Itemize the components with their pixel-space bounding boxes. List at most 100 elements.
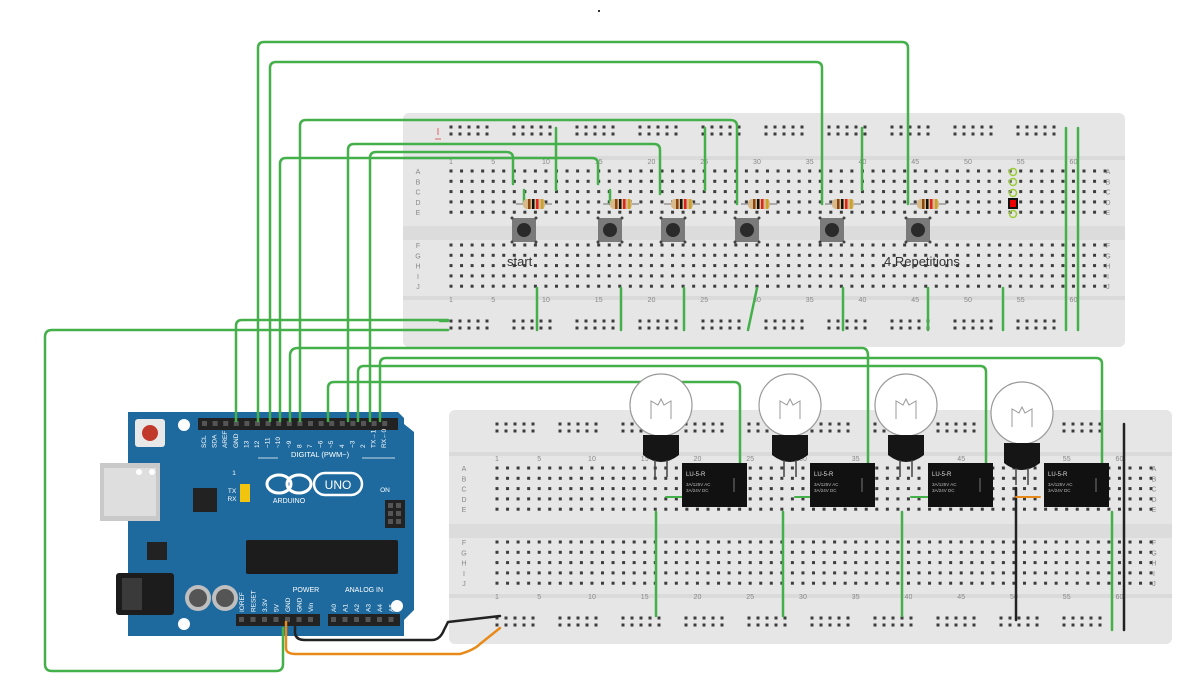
resistor [910,199,946,209]
bbb-row-label: F [462,540,466,547]
arduino-model-label: UNO [325,478,352,492]
bbt-col-label: 50 [964,159,972,166]
bbb-row-label: G [461,550,466,557]
bbt-col-label: 15 [595,297,603,304]
bbt-col-label: 45 [911,297,919,304]
bbt-col-label: 50 [964,297,972,304]
l-label: 1 [232,470,236,477]
bbt-col-label: 60 [1070,159,1078,166]
bbb-row-label: A [1152,466,1157,473]
bbt-row-label: E [416,210,421,217]
led [1008,167,1018,219]
bbb-row-label: F [1152,540,1156,547]
digital-pin-label: ~6 [318,440,325,448]
bbt-col-label: 30 [753,159,761,166]
bbb-row-label: C [461,487,466,494]
relay-rating-dc: 3A/24V DC [686,488,709,493]
bbt-row-label: A [416,169,421,176]
power-pin-label: IOREF [239,592,246,612]
push-button [596,216,624,244]
wire-pin3 [378,356,1104,477]
bbb-col-label: 15 [641,456,649,463]
light-bulb [758,373,822,477]
bbt-row-label: I [417,274,419,281]
wire-pin12 [256,40,910,423]
digital-pin-label: 12 [254,440,261,448]
bbb-row-label: E [462,507,467,514]
bbt-row-label: G [415,253,420,260]
digital-pin-label: ~9 [286,440,293,448]
analog-pin-label: A1 [343,604,350,612]
bbb-col-label: 60 [1116,456,1124,463]
bbb-row-label: C [1151,487,1156,494]
bbt-row-label: F [416,243,420,250]
digital-pin-label: 13 [243,440,250,448]
bbb-col-label: 35 [852,456,860,463]
bbt-row-label: H [1105,264,1110,271]
start-label: start [507,254,533,269]
power-pin-label: RESET [251,590,258,612]
bbb-row-label: I [463,571,465,578]
bbb-row-label: D [1151,497,1156,504]
bbb-col-label: 15 [641,594,649,601]
bbb-col-label: 10 [588,456,596,463]
relay-model: LU-5-R [1048,472,1068,478]
bbb-row-label: J [462,581,466,588]
bbb-col-label: 45 [957,594,965,601]
wire-pin11 [268,60,824,423]
usb-chip [193,488,217,512]
digital-pin-label: ~3 [349,440,356,448]
bbt-row-label: J [1106,284,1110,291]
wire-pin9 [288,346,870,477]
analog-pin-label: A4 [377,604,384,612]
power-pin-label: GND [297,597,304,612]
bbt-col-label: 60 [1070,297,1078,304]
digital-pwm-label: DIGITAL (PWM~) [291,450,350,459]
wire-jumper [746,286,759,332]
digital-pin-label: ~10 [275,437,282,448]
bbb-row-label: G [1151,550,1156,557]
bbt-col-label: 10 [542,297,550,304]
bbt-col-label: 55 [1017,297,1025,304]
bbt-col-label: 25 [700,297,708,304]
bbt-row-label: A [1106,169,1111,176]
push-button [904,216,932,244]
analog-in-label: ANALOG IN [345,587,383,594]
power-pin-label: 3.3V [262,598,269,612]
tx-label: TX [228,488,237,495]
bbb-row-label: B [1152,476,1157,483]
push-button [818,216,846,244]
wire-5v-orange [284,620,502,656]
digital-pin-label: GND [233,433,240,448]
bbt-row-label: I [1107,274,1109,281]
relay-rating-ac: 3A/125V AC [814,482,839,487]
canvas-dot [598,10,600,12]
wire-pin8 [298,118,739,423]
bbb-col-label: 5 [537,594,541,601]
bbt-col-label: 20 [648,297,656,304]
bbb-col-label: 55 [1063,456,1071,463]
bbt-col-label: 1 [449,159,453,166]
bbb-col-label: 30 [799,594,807,601]
analog-pin-label: A0 [331,604,338,612]
bbb-col-label: 1 [495,594,499,601]
bbt-col-label: 10 [542,159,550,166]
bbt-row-label: B [1106,179,1111,186]
push-button [510,216,538,244]
bbt-row-label: G [1105,253,1110,260]
wire-pin2 [368,150,515,423]
analog-pin-label: A3 [366,604,373,612]
bbt-col-label: 20 [648,159,656,166]
bbb-col-label: 25 [746,594,754,601]
wire-pin10 [278,156,600,423]
bbb-col-label: 55 [1063,594,1071,601]
bbb-row-label: A [462,466,467,473]
bbb-col-label: 25 [746,456,754,463]
bbb-col-label: 5 [537,456,541,463]
bbt-row-label: J [416,284,420,291]
bbt-row-label: B [416,179,421,186]
digital-pin-label: 4 [339,444,346,448]
